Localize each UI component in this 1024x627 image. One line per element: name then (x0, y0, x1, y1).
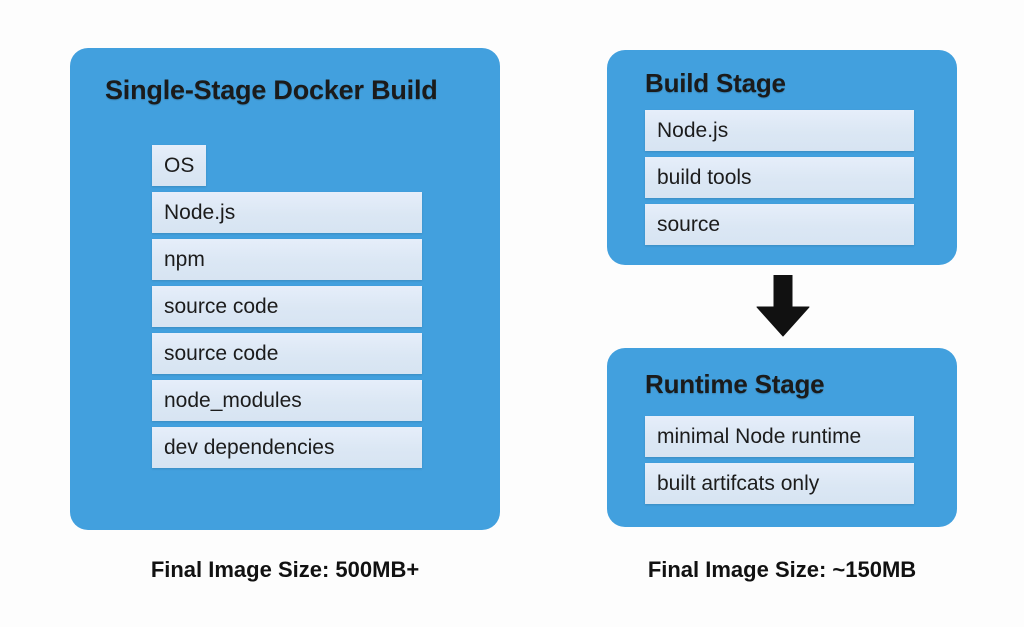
layer-row: npm (152, 239, 422, 280)
layer-row: OS (152, 145, 207, 186)
layer-label: node_modules (164, 389, 302, 412)
panel-title-runtime-stage: Runtime Stage (645, 369, 825, 399)
panel-title-build-stage: Build Stage (645, 68, 786, 98)
layer-label: Node.js (164, 201, 236, 224)
layer-label: source code (164, 295, 279, 318)
layer-list-single-stage: OS Node.js npm source code source code n… (152, 145, 422, 468)
layer-label: source code (164, 342, 279, 365)
layer-row: source code (152, 333, 422, 374)
panel-build-stage: Build Stage Node.js build tools source (607, 50, 957, 265)
layer-row: built artifcats only (645, 463, 914, 504)
caption-final-image-size-left: Final Image Size: 500MB+ (150, 557, 420, 582)
layer-label: dev dependencies (164, 436, 335, 459)
panel-runtime-stage: Runtime Stage minimal Node runtime built… (607, 348, 957, 527)
layer-label: built artifcats only (657, 472, 820, 495)
layer-label: OS (164, 154, 195, 177)
layer-row: Node.js (645, 110, 914, 151)
layer-label: npm (164, 248, 205, 271)
layer-label: minimal Node runtime (657, 425, 862, 448)
layer-row: dev dependencies (152, 427, 422, 468)
layer-label: build tools (657, 166, 752, 189)
layer-row: minimal Node runtime (645, 416, 914, 457)
panel-title-single-stage: Single-Stage Docker Build (105, 75, 438, 105)
layer-row: node_modules (152, 380, 422, 421)
layer-list-runtime-stage: minimal Node runtime built artifcats onl… (645, 416, 914, 504)
panel-single-stage-docker-build: Single-Stage Docker Build OS Node.js npm… (70, 48, 500, 530)
layer-list-build-stage: Node.js build tools source (645, 110, 914, 245)
layer-label: source (657, 213, 721, 236)
layer-row: build tools (645, 157, 914, 198)
down-arrow-icon (755, 275, 811, 337)
layer-row: source code (152, 286, 422, 327)
layer-row: source (645, 204, 914, 245)
caption-final-image-size-right: Final Image Size: ~150MB (647, 557, 917, 582)
layer-row: Node.js (152, 192, 422, 233)
layer-label: Node.js (657, 119, 729, 142)
